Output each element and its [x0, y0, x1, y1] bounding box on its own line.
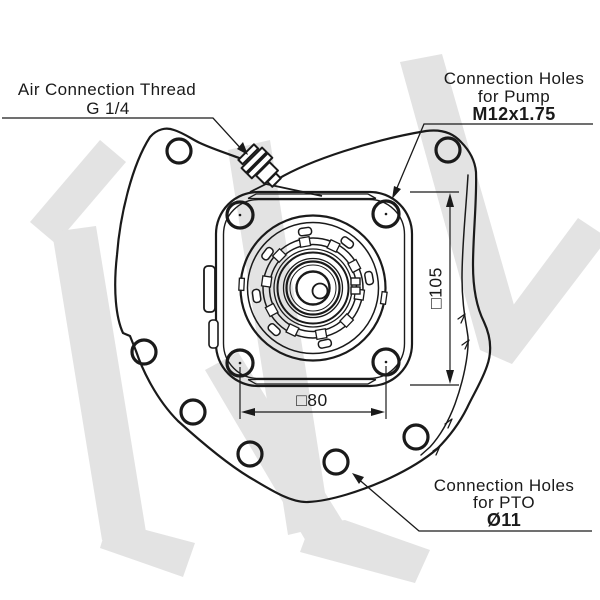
dimension-80-label: □80: [296, 390, 328, 410]
watermark-v-left: [400, 54, 522, 350]
keyway-notch: [379, 290, 388, 305]
leader-line: [2, 117, 245, 153]
annotation-pump-holes: Connection Holes for Pump M12x1.75: [392, 69, 593, 199]
watermark-bar-2: [52, 226, 146, 540]
leader-arrow: [352, 473, 364, 484]
leader-line: [393, 123, 593, 196]
dimension-flange-105: □105: [410, 191, 459, 386]
pto-label-line1: Connection Holes: [434, 476, 575, 495]
keyway-notch: [238, 277, 246, 292]
dimension-arrow: [371, 408, 385, 416]
retainer-ring: [246, 221, 380, 355]
pto-hole: [179, 398, 207, 426]
bearing-assembly: [238, 214, 388, 362]
air-label-line1: Air Connection Thread: [18, 80, 196, 99]
flange-outer-edge: [214, 190, 414, 388]
leader-arrow: [392, 186, 401, 199]
center-pin: [311, 282, 329, 300]
leader-arrow: [237, 142, 248, 155]
pump-bolt-hole: [371, 199, 401, 229]
hub-ring: [276, 251, 350, 325]
pto-hole: [434, 136, 462, 164]
hub-ring: [282, 257, 344, 319]
pto-hole: [130, 338, 158, 366]
watermark-v-right: [480, 218, 600, 364]
pump-label-spec: M12x1.75: [472, 104, 555, 124]
housing-inner-contour: [420, 174, 469, 456]
pto-label-spec: Ø11: [487, 510, 521, 530]
retainer-lugs: [251, 226, 375, 349]
pto-hole: [322, 448, 350, 476]
flange-side-tab: [203, 265, 216, 313]
hub-ring: [285, 260, 341, 316]
retaining-clip: [350, 277, 361, 295]
flange-side-tab: [208, 319, 219, 349]
castellated-ring-outer: [262, 237, 364, 339]
pto-label-line2: for PTO: [473, 493, 535, 512]
pump-label-line1: Connection Holes: [444, 69, 585, 88]
air-boss-edge: [249, 183, 323, 197]
pump-label-line2: for Pump: [478, 87, 550, 106]
air-fitting-collar: [240, 146, 268, 174]
dimension-bolts-80: □80: [239, 366, 387, 419]
dimension-arrow: [446, 193, 454, 207]
pto-hole: [165, 137, 193, 165]
shaft-bore: [295, 270, 331, 306]
pump-bolt-hole: [225, 200, 255, 230]
air-fitting-base: [266, 172, 282, 188]
annotation-pto-holes: Connection Holes for PTO Ø11: [352, 473, 592, 532]
break-tick: [432, 445, 441, 456]
hub-ring: [289, 264, 337, 312]
leader-line: [355, 476, 592, 532]
pump-flange: [203, 183, 414, 388]
watermark-bar-2-foot: [100, 515, 195, 577]
housing-outline: [114, 127, 492, 504]
flange-inner-edge: [222, 198, 406, 380]
pto-connection-holes: [130, 136, 462, 476]
break-tick: [457, 313, 466, 324]
dimension-arrow: [446, 370, 454, 384]
air-fitting: [237, 143, 282, 188]
dimension-arrow: [241, 408, 255, 416]
break-tick: [461, 339, 470, 350]
watermark-bar-3: [228, 140, 330, 535]
flange-bottom-slot: [247, 378, 377, 385]
break-tick: [444, 418, 453, 429]
watermark-bar-1: [30, 140, 126, 244]
pto-hole: [236, 440, 264, 468]
air-label-line2: G 1/4: [86, 99, 130, 118]
dimension-105-label: □105: [426, 267, 446, 309]
annotation-air-connection: Air Connection Thread G 1/4: [2, 80, 248, 155]
watermark-bar-3-foot: [300, 520, 430, 583]
castellation-teeth: [260, 235, 366, 341]
pto-hole: [402, 423, 430, 451]
